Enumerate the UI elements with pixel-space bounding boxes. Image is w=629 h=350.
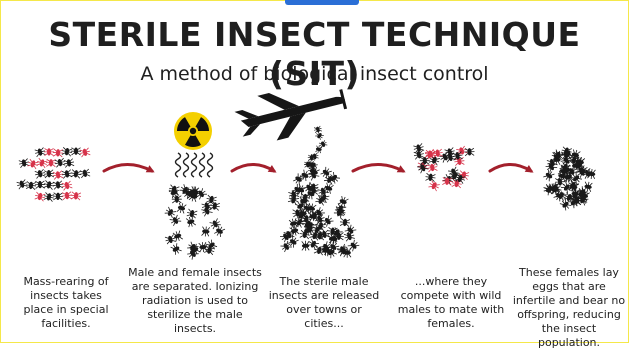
airplane-icon [232, 76, 350, 149]
insect-icon [186, 209, 197, 219]
insect-icon [35, 181, 45, 189]
insect-icon [172, 196, 182, 203]
radiation-icon [174, 112, 213, 152]
insect-icon [347, 240, 359, 252]
stage-mass-rearing [16, 147, 91, 202]
insect-icon [26, 181, 37, 189]
insect-icon [164, 207, 176, 218]
insect-icon [177, 202, 187, 214]
stage-competition [413, 143, 475, 191]
insect-icon [314, 126, 323, 133]
insect-icon [560, 198, 572, 210]
insect-icon [79, 148, 90, 158]
insect-icon [52, 171, 63, 180]
insect-icon [53, 149, 63, 157]
insect-icon [53, 193, 63, 201]
insect-icon [70, 169, 81, 178]
caption-step-4: ...where they compete with wild males to… [392, 275, 510, 331]
insect-icon [173, 230, 183, 242]
caption-step-5: These females lay eggs that are infertil… [512, 266, 626, 350]
insect-icon [43, 192, 54, 202]
flow-arrows [104, 165, 531, 172]
insect-icon [315, 145, 322, 153]
insect-icon [44, 148, 54, 155]
insect-icon [343, 231, 355, 241]
insect-icon [428, 180, 440, 191]
insect-icon [16, 179, 28, 189]
insect-icon [302, 241, 309, 251]
stage-separation [164, 184, 225, 260]
insect-icon [44, 170, 55, 178]
insect-icon [53, 181, 64, 190]
insect-icon [318, 140, 327, 148]
stage-release [280, 126, 360, 259]
caption-step-3: The sterile male insects are released ov… [265, 275, 383, 331]
insect-icon [442, 177, 452, 185]
arrow-icon [232, 165, 274, 172]
insect-icon [170, 243, 181, 255]
stage-population-decline [543, 147, 596, 211]
arrow-icon [353, 165, 403, 172]
insect-icon [413, 150, 424, 159]
insect-icon [340, 218, 351, 226]
insect-icon [209, 218, 221, 229]
arrow-icon [104, 165, 152, 172]
insect-icon [43, 180, 54, 190]
insect-icon [427, 163, 438, 172]
radiation-waves [176, 153, 213, 177]
insect-icon [61, 181, 73, 191]
caption-step-2: Male and female insects are separated. I… [125, 266, 265, 336]
insect-icon [169, 215, 181, 226]
insect-icon [201, 226, 209, 237]
insect-icon [425, 173, 436, 182]
insect-icon [186, 216, 196, 228]
insect-icon [34, 192, 45, 202]
arrow-icon [490, 165, 531, 172]
insect-icon [543, 169, 555, 181]
insect-icon [61, 147, 72, 156]
insect-icon [71, 192, 82, 200]
insect-icon [71, 148, 81, 155]
insect-icon [315, 131, 324, 140]
insect-icon [63, 159, 74, 168]
insect-icon [79, 169, 90, 178]
insect-icon [54, 158, 65, 167]
insect-icon [61, 170, 72, 179]
insect-icon [36, 158, 48, 168]
insect-icon [199, 242, 207, 253]
insect-icon [18, 158, 29, 167]
caption-step-1: Mass-rearing of insects takes place in s… [18, 275, 114, 331]
insect-icon [27, 159, 39, 169]
insect-icon [464, 148, 474, 156]
insect-icon [46, 159, 56, 167]
insect-icon [62, 192, 73, 200]
